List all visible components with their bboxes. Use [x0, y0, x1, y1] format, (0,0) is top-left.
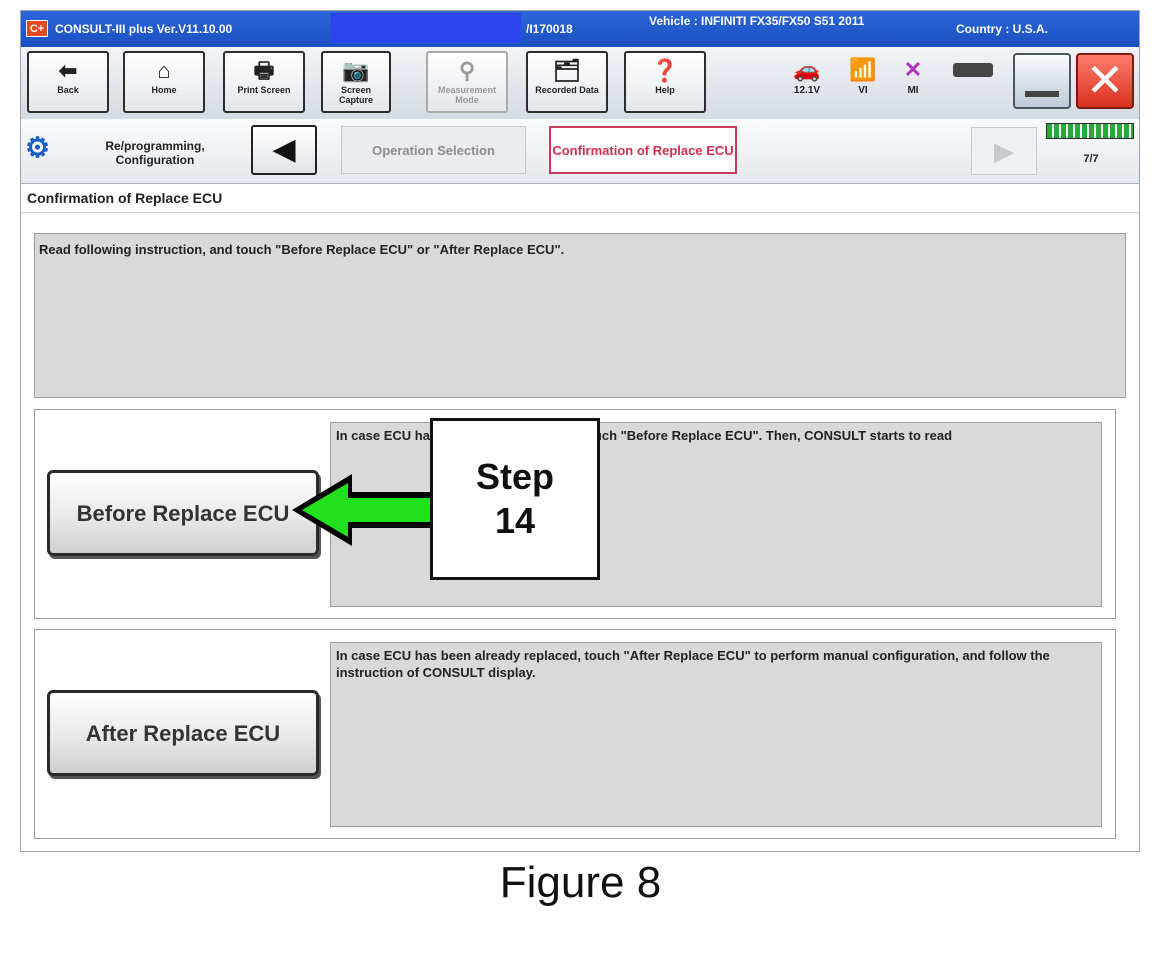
redacted-field: [331, 13, 521, 43]
after-replace-description: In case ECU has been already replaced, t…: [330, 642, 1102, 827]
right-triangle-icon: ▶: [994, 136, 1014, 166]
car-icon: 🚗: [793, 57, 821, 82]
measurement-mode-button[interactable]: ⚲ Measurement Mode: [426, 51, 508, 113]
recorded-data-button[interactable]: 🗂 Recorded Data: [526, 51, 608, 113]
toolbar: ⬅ Back ⌂ Home 🖶 Print Screen 📷 Screen Ca…: [21, 47, 1139, 120]
breadcrumb: ⚙ Re/programming, Configuration ◀ Operat…: [21, 119, 1139, 184]
back-button[interactable]: ⬅ Back: [27, 51, 109, 113]
close-button[interactable]: ✕: [1076, 53, 1134, 109]
progress-bar: [1046, 123, 1134, 139]
home-button[interactable]: ⌂ Home: [123, 51, 205, 113]
title-bar: C+ CONSULT-III plus Ver.V11.10.00 /I1700…: [21, 11, 1139, 47]
step-progress: 7/7: [1046, 123, 1136, 179]
breadcrumb-reprogramming[interactable]: ⚙ Re/programming, Configuration: [25, 132, 205, 167]
consult-window: C+ CONSULT-III plus Ver.V11.10.00 /I1700…: [20, 10, 1140, 852]
mi-disconnected-icon: ✕: [903, 57, 923, 82]
country-info: Country : U.S.A.: [956, 22, 1048, 36]
measurement-icon: ⚲: [458, 58, 476, 83]
vin-serial: /I170018: [526, 22, 573, 36]
home-icon: ⌂: [157, 58, 171, 83]
camera-icon: 📷: [342, 58, 370, 83]
vehicle-info: Vehicle : INFINITI FX35/FX50 S51 2011: [649, 14, 865, 28]
device-status: [949, 55, 997, 85]
print-screen-button[interactable]: 🖶 Print Screen: [223, 51, 305, 113]
before-replace-ecu-button[interactable]: Before Replace ECU: [47, 470, 319, 556]
step-callout: Step 14: [430, 418, 600, 580]
app-title: CONSULT-III plus Ver.V11.10.00: [55, 22, 233, 36]
vi-status: 📶 VI: [841, 55, 885, 96]
breadcrumb-operation-selection[interactable]: Operation Selection: [341, 126, 526, 174]
device-icon: [949, 55, 997, 85]
after-replace-ecu-button[interactable]: After Replace ECU: [47, 690, 319, 776]
page-title: Confirmation of Replace ECU: [21, 183, 1139, 213]
minimize-button[interactable]: [1013, 53, 1071, 109]
left-triangle-icon: ◀: [272, 133, 296, 166]
close-icon: ✕: [1085, 54, 1125, 106]
battery-status: 🚗 12.1V: [779, 55, 835, 96]
help-button[interactable]: ❓ Help: [624, 51, 706, 113]
next-step-button[interactable]: ▶: [971, 127, 1037, 175]
instruction-text: Read following instruction, and touch "B…: [34, 233, 1126, 398]
back-arrow-icon: ⬅: [58, 58, 78, 83]
signal-icon: 📶: [849, 57, 877, 82]
consult-logo-icon: C+: [26, 20, 48, 37]
help-icon: ❓: [651, 58, 679, 83]
reprogramming-icon: ⚙: [25, 132, 51, 163]
recorded-data-icon: 🗂: [553, 58, 581, 83]
step-arrow-icon: [292, 474, 438, 546]
breadcrumb-current-step: Confirmation of Replace ECU: [549, 126, 737, 174]
screen-capture-button[interactable]: 📷 Screen Capture: [321, 51, 391, 113]
mi-status: ✕ MI: [893, 55, 933, 96]
printer-icon: 🖶: [253, 58, 275, 83]
previous-step-button[interactable]: ◀: [251, 125, 317, 175]
after-replace-panel: After Replace ECU In case ECU has been a…: [34, 629, 1116, 839]
figure-caption: Figure 8: [499, 858, 662, 907]
